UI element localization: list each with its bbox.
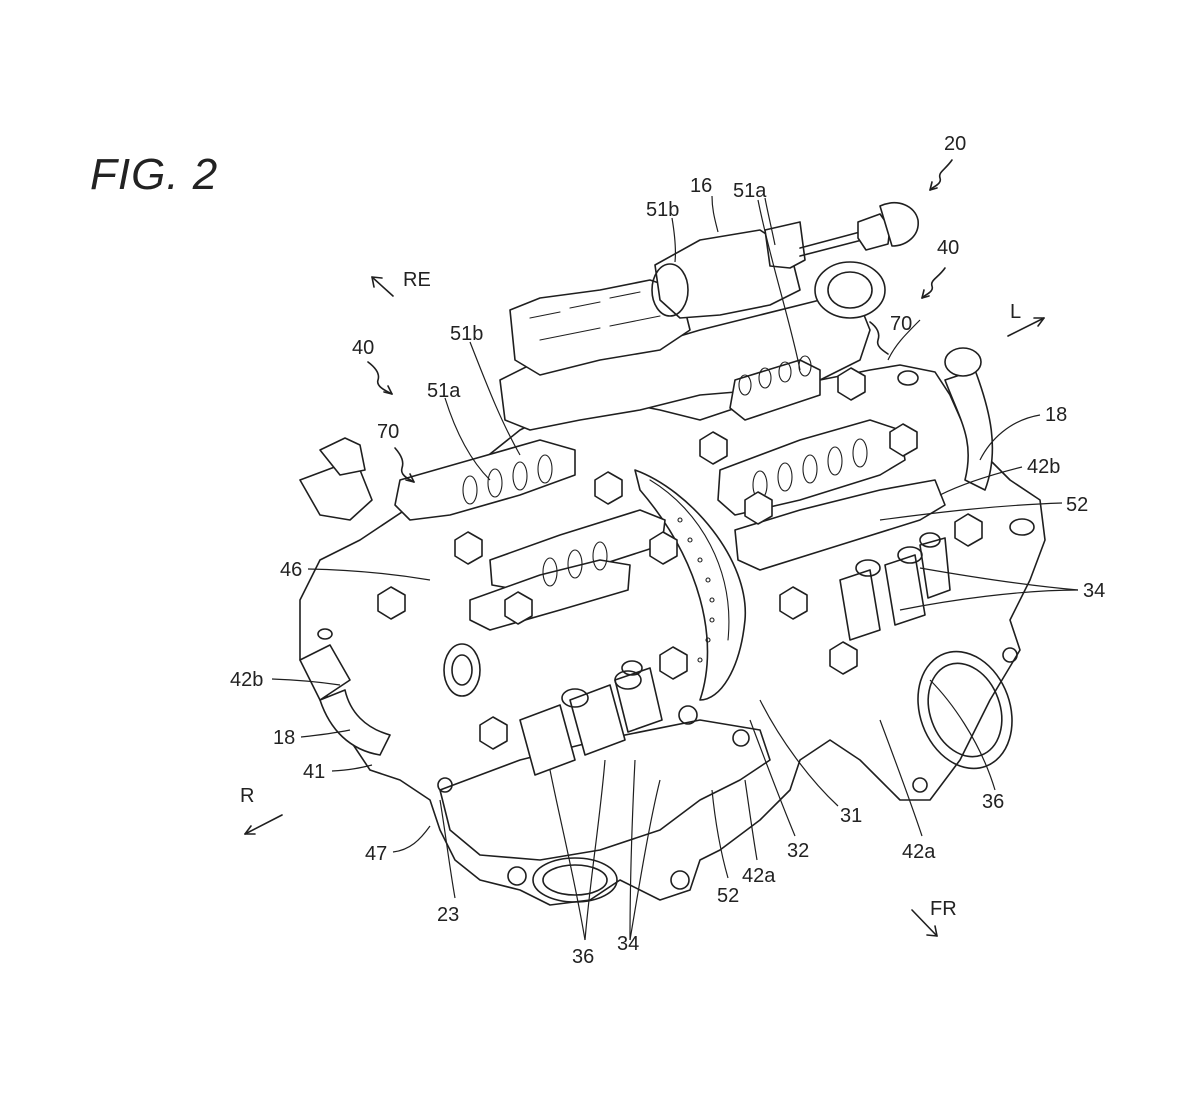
ref-46: 46 (280, 559, 302, 581)
central-plate (634, 469, 746, 701)
ref-52-right: 52 (1066, 494, 1088, 516)
ref-70-left: 70 (377, 421, 399, 443)
ref-18-left: 18 (273, 727, 295, 749)
arrow-l: L (1007, 301, 1045, 337)
figure-title: FIG. 2 (90, 150, 219, 199)
ref-41: 41 (303, 761, 325, 783)
ref-18-right: 18 (1045, 404, 1067, 426)
ref-34-right: 34 (1083, 580, 1105, 602)
ref-32: 32 (787, 840, 809, 862)
ref-42b-left: 42b (230, 669, 263, 691)
label-l: L (1010, 301, 1021, 323)
ref-34-bottom: 34 (617, 933, 639, 955)
arrow-r: R (240, 785, 283, 835)
ref-42b-right: 42b (1027, 456, 1060, 478)
ref-51b-left: 51b (450, 323, 483, 345)
ref-51b-top: 51b (646, 199, 679, 221)
ref-40-right: 40 (937, 237, 959, 259)
reference-squiggle-arrows (367, 159, 953, 483)
rear-valve-train (499, 202, 919, 431)
ref-36-bottom: 36 (572, 946, 594, 968)
arrow-re: RE (371, 269, 431, 297)
label-fr: FR (930, 898, 957, 920)
ref-23: 23 (437, 904, 459, 926)
ref-31: 31 (840, 805, 862, 827)
ref-47: 47 (365, 843, 387, 865)
ref-42a-center: 42a (742, 865, 776, 887)
cylinder-head-body (299, 364, 1046, 906)
right-valve-train (699, 347, 994, 675)
ref-52-center: 52 (717, 885, 739, 907)
arrow-fr: FR (911, 898, 957, 937)
direction-arrows: RE L R FR (240, 269, 1045, 937)
ref-42a-right: 42a (902, 841, 936, 863)
label-r: R (240, 785, 254, 807)
ref-40-left: 40 (352, 337, 374, 359)
reference-labels: 20 16 51a 51b 40 70 40 51b 51a 70 18 42b… (230, 133, 1105, 968)
ref-70-right: 70 (890, 313, 912, 335)
leader-lines (271, 195, 1079, 941)
label-re: RE (403, 269, 431, 291)
left-valve-train (299, 437, 688, 776)
ref-16: 16 (690, 175, 712, 197)
ref-36-right: 36 (982, 791, 1004, 813)
ref-51a-top: 51a (733, 180, 767, 202)
ref-51a-left: 51a (427, 380, 461, 402)
ref-20: 20 (944, 133, 966, 155)
